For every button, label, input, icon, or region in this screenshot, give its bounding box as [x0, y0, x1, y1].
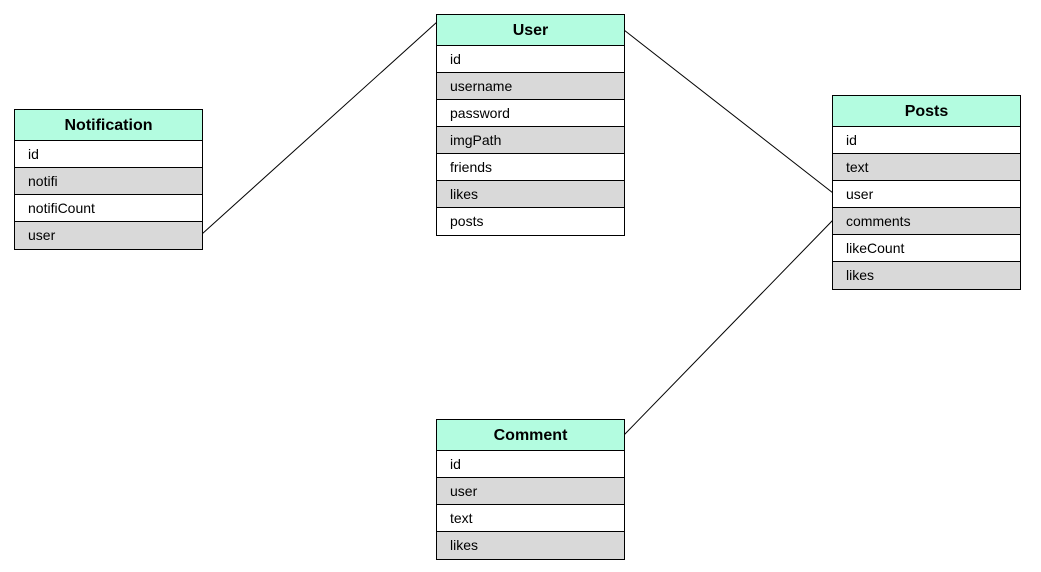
field-row[interactable]: likes	[833, 262, 1020, 289]
field-row[interactable]: id	[437, 451, 624, 478]
entity-notification[interactable]: Notification id notifi notifiCount user	[14, 109, 203, 250]
entity-user[interactable]: User id username password imgPath friend…	[436, 14, 625, 236]
entity-title: Posts	[833, 96, 1020, 127]
entity-posts[interactable]: Posts id text user comments likeCount li…	[832, 95, 1021, 290]
field-row[interactable]: friends	[437, 154, 624, 181]
field-row[interactable]: user	[437, 478, 624, 505]
entity-title: Notification	[15, 110, 202, 141]
field-row[interactable]: user	[15, 222, 202, 249]
field-row[interactable]: text	[833, 154, 1020, 181]
field-row[interactable]: likeCount	[833, 235, 1020, 262]
field-row[interactable]: comments	[833, 208, 1020, 235]
field-row[interactable]: id	[833, 127, 1020, 154]
field-row[interactable]: username	[437, 73, 624, 100]
field-row[interactable]: notifiCount	[15, 195, 202, 222]
field-row[interactable]: id	[437, 46, 624, 73]
field-row[interactable]: user	[833, 181, 1020, 208]
field-row[interactable]: imgPath	[437, 127, 624, 154]
entity-title: User	[437, 15, 624, 46]
entity-comment[interactable]: Comment id user text likes	[436, 419, 625, 560]
field-row[interactable]: id	[15, 141, 202, 168]
entity-title: Comment	[437, 420, 624, 451]
connector-user-posts	[623, 29, 834, 194]
field-row[interactable]: notifi	[15, 168, 202, 195]
field-row[interactable]: likes	[437, 181, 624, 208]
field-row[interactable]: likes	[437, 532, 624, 559]
connector-comment-posts	[623, 219, 834, 436]
field-row[interactable]: text	[437, 505, 624, 532]
connector-notification-user	[201, 21, 438, 235]
field-row[interactable]: posts	[437, 208, 624, 235]
field-row[interactable]: password	[437, 100, 624, 127]
